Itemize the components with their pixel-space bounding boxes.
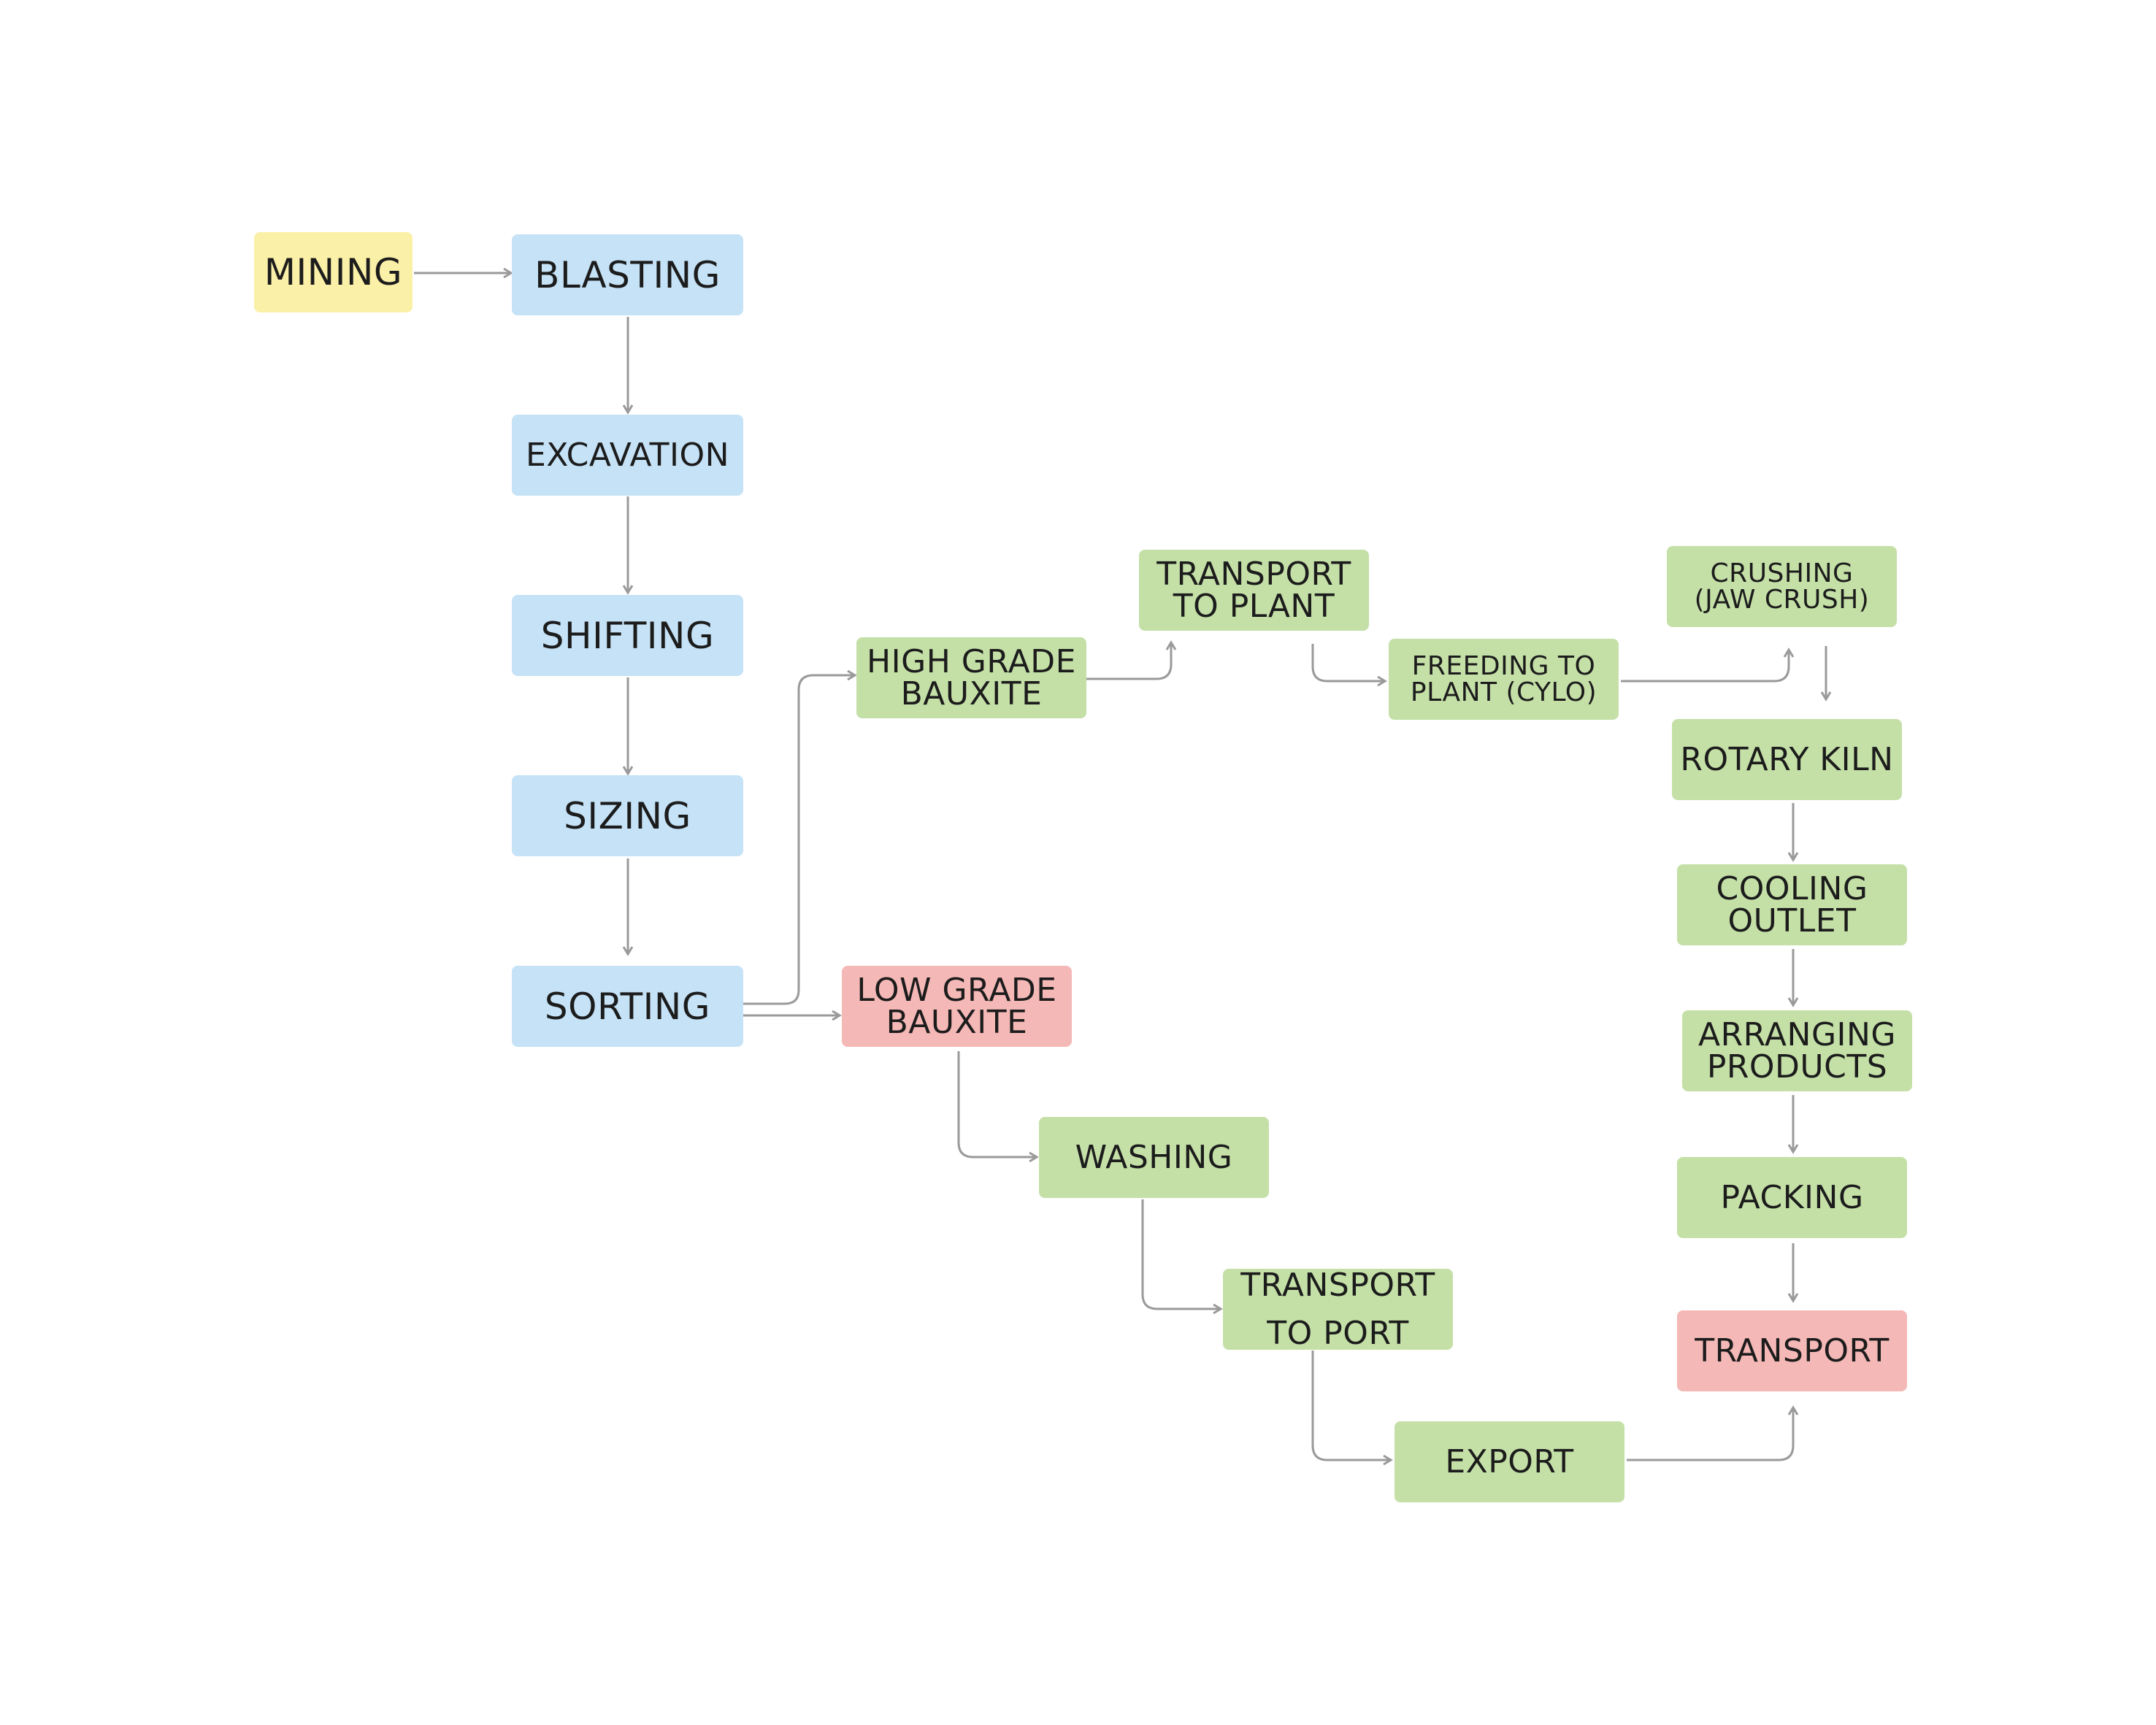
node-shifting[interactable]: SHIFTING (512, 595, 743, 676)
node-transport-to-port[interactable]: TRANSPORT TO PORT (1223, 1267, 1453, 1352)
node-transport-to-plant[interactable]: TRANSPORT TO PLANT (1139, 550, 1369, 631)
node-high-grade-bauxite[interactable]: HIGH GRADE BAUXITE (856, 637, 1086, 718)
arrow-transport-port-export (1311, 1351, 1393, 1466)
node-sorting[interactable]: SORTING (512, 966, 743, 1047)
arrow-sorting-high-grade (743, 669, 857, 1005)
node-crushing[interactable]: CRUSHING (JAW CRUSH) (1667, 546, 1897, 627)
node-rotary-kiln[interactable]: ROTARY KILN (1672, 719, 1902, 800)
node-low-grade-bauxite[interactable]: LOW GRADE BAUXITE (842, 966, 1072, 1047)
node-feeding-to-plant[interactable]: FREEDING TO PLANT (CYLO) (1389, 639, 1619, 720)
node-transport[interactable]: TRANSPORT (1677, 1310, 1907, 1391)
arrow-export-transport (1627, 1405, 1799, 1461)
node-packing[interactable]: PACKING (1677, 1157, 1907, 1238)
arrow-transport-plant-feeding (1311, 644, 1387, 687)
node-blasting[interactable]: BLASTING (512, 234, 743, 315)
node-washing[interactable]: WASHING (1039, 1117, 1269, 1198)
arrow-high-grade-transport-plant (1086, 640, 1177, 680)
arrow-low-grade-washing (957, 1051, 1039, 1163)
node-mining[interactable]: MINING (254, 232, 413, 312)
node-cooling-outlet[interactable]: COOLING OUTLET (1677, 864, 1907, 945)
arrow-feeding-crushing (1621, 648, 1795, 683)
arrow-washing-transport-port (1141, 1199, 1223, 1315)
node-sizing[interactable]: SIZING (512, 775, 743, 856)
node-excavation[interactable]: EXCAVATION (512, 415, 743, 496)
node-arranging-products[interactable]: ARRANGING PRODUCTS (1682, 1010, 1912, 1091)
node-export[interactable]: EXPORT (1395, 1421, 1624, 1502)
